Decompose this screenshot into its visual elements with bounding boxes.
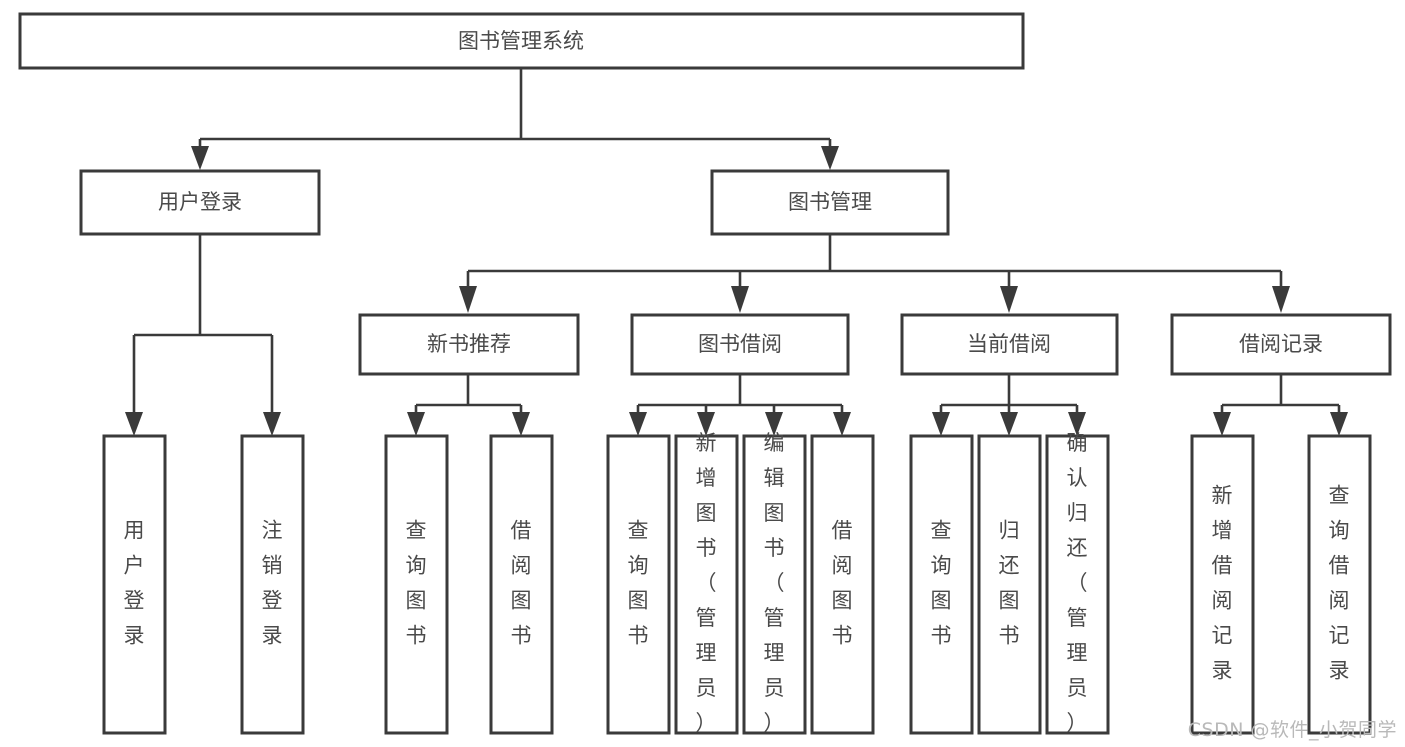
node-leaf-query-book-3-label: 查询图书 [931, 519, 952, 648]
node-current-borrow[interactable]: 当前借阅 [900, 313, 1119, 376]
node-root-box[interactable] [18, 12, 1025, 70]
node-leaf-return-book[interactable]: 归还图书 [977, 434, 1042, 735]
node-new-book-recommend[interactable]: 新书推荐 [358, 313, 580, 376]
node-root[interactable]: 图书管理系统 [18, 12, 1025, 70]
arrow-to-current-borrow [1000, 286, 1018, 313]
node-leaf-user-logout-label: 注销登录 [262, 519, 283, 648]
node-leaf-return-book-box[interactable] [977, 434, 1042, 735]
node-leaf-borrow-book-2-box[interactable] [810, 434, 875, 735]
arrow-to-book-borrow [731, 286, 749, 313]
node-borrow-record-box[interactable] [1170, 313, 1392, 376]
arrow-to-leaf-add-record [1213, 412, 1231, 436]
connector-group-book-borrow [629, 374, 851, 436]
node-leaf-add-record[interactable]: 新增借阅记录 [1190, 434, 1255, 735]
arrow-to-leaf-borrow-book-2 [833, 412, 851, 436]
node-leaf-confirm-return-label: 确认归还（管理员） [1067, 431, 1088, 735]
node-leaf-query-book-1-box[interactable] [384, 434, 449, 735]
node-leaf-query-book-3[interactable]: 查询图书 [909, 434, 974, 735]
node-leaf-query-book-1[interactable]: 查询图书 [384, 434, 449, 735]
arrow-to-leaf-borrow-book-1 [512, 412, 530, 436]
node-leaf-add-book-box[interactable] [674, 434, 739, 735]
node-new-book-recommend-box[interactable] [358, 313, 580, 376]
node-leaf-borrow-book-2-label: 借阅图书 [832, 519, 853, 648]
arrow-to-new-book-recommend [459, 286, 477, 313]
connector-group-current-borrow [932, 374, 1086, 436]
node-leaf-query-book-3-box[interactable] [909, 434, 974, 735]
node-leaf-user-logout-box[interactable] [240, 434, 305, 735]
node-new-book-recommend-label: 新书推荐 [427, 332, 511, 356]
node-user-login[interactable]: 用户登录 [79, 169, 321, 236]
node-leaf-add-record-box[interactable] [1190, 434, 1255, 735]
node-leaf-query-record-label: 查询借阅记录 [1329, 484, 1350, 683]
node-leaf-user-login-box[interactable] [102, 434, 167, 735]
node-book-manage-box[interactable] [710, 169, 950, 236]
node-leaf-confirm-return-box[interactable] [1045, 434, 1110, 735]
arrow-to-leaf-return-book [1000, 412, 1018, 436]
connector-group-new-book-recommend [407, 374, 530, 436]
node-leaf-user-logout[interactable]: 注销登录 [240, 434, 305, 735]
node-borrow-record-label: 借阅记录 [1239, 332, 1323, 356]
node-current-borrow-box[interactable] [900, 313, 1119, 376]
node-leaf-query-book-2-label: 查询图书 [628, 519, 649, 648]
node-leaf-borrow-book-1-box[interactable] [489, 434, 554, 735]
arrow-to-leaf-user-logout [263, 412, 281, 436]
node-borrow-record[interactable]: 借阅记录 [1170, 313, 1392, 376]
node-book-borrow[interactable]: 图书借阅 [630, 313, 850, 376]
node-leaf-add-book-label: 新增图书（管理员） [696, 431, 717, 735]
arrow-to-leaf-user-login [125, 412, 143, 436]
node-leaf-edit-book[interactable]: 编辑图书（管理员） [742, 431, 807, 735]
connector-group-root [191, 69, 839, 170]
node-leaf-add-book[interactable]: 新增图书（管理员） [674, 431, 739, 735]
node-leaf-edit-book-label: 编辑图书（管理员） [764, 431, 785, 735]
node-book-borrow-label: 图书借阅 [698, 332, 782, 356]
node-leaf-confirm-return[interactable]: 确认归还（管理员） [1045, 431, 1110, 735]
arrow-to-leaf-query-book-1 [407, 412, 425, 436]
node-root-label: 图书管理系统 [458, 29, 584, 53]
node-user-login-label: 用户登录 [158, 190, 242, 214]
node-leaf-query-book-1-label: 查询图书 [406, 519, 427, 648]
connector-group-book-manage [459, 234, 1290, 313]
connector-group-borrow-record [1213, 374, 1348, 436]
arrow-to-user-login [191, 146, 209, 170]
arrow-to-leaf-edit-book [765, 412, 783, 436]
node-book-manage-label: 图书管理 [788, 190, 872, 214]
node-leaf-query-book-2-box[interactable] [606, 434, 671, 735]
node-leaf-borrow-book-1-label: 借阅图书 [511, 519, 532, 648]
node-user-login-box[interactable] [79, 169, 321, 236]
node-leaf-user-login-label: 用户登录 [124, 519, 145, 648]
node-book-borrow-box[interactable] [630, 313, 850, 376]
node-book-manage[interactable]: 图书管理 [710, 169, 950, 236]
arrow-to-leaf-confirm-return [1068, 412, 1086, 436]
arrow-to-leaf-query-book-2 [629, 412, 647, 436]
node-leaf-query-book-2[interactable]: 查询图书 [606, 434, 671, 735]
arrow-to-book-manage [821, 146, 839, 170]
node-leaf-edit-book-box[interactable] [742, 434, 807, 735]
node-leaf-query-record-box[interactable] [1307, 434, 1372, 735]
node-leaf-query-record[interactable]: 查询借阅记录 [1307, 434, 1372, 735]
arrow-to-leaf-add-book [697, 412, 715, 436]
arrow-to-borrow-record [1272, 286, 1290, 313]
node-leaf-borrow-book-2[interactable]: 借阅图书 [810, 434, 875, 735]
node-leaf-borrow-book-1[interactable]: 借阅图书 [489, 434, 554, 735]
node-leaf-add-record-label: 新增借阅记录 [1212, 484, 1233, 683]
arrow-to-leaf-query-record [1330, 412, 1348, 436]
arrow-to-leaf-query-book-3 [932, 412, 950, 436]
node-leaf-return-book-label: 归还图书 [999, 519, 1020, 648]
connector-group-user-login [125, 235, 281, 436]
node-leaf-user-login[interactable]: 用户登录 [102, 434, 167, 735]
node-current-borrow-label: 当前借阅 [967, 332, 1051, 356]
